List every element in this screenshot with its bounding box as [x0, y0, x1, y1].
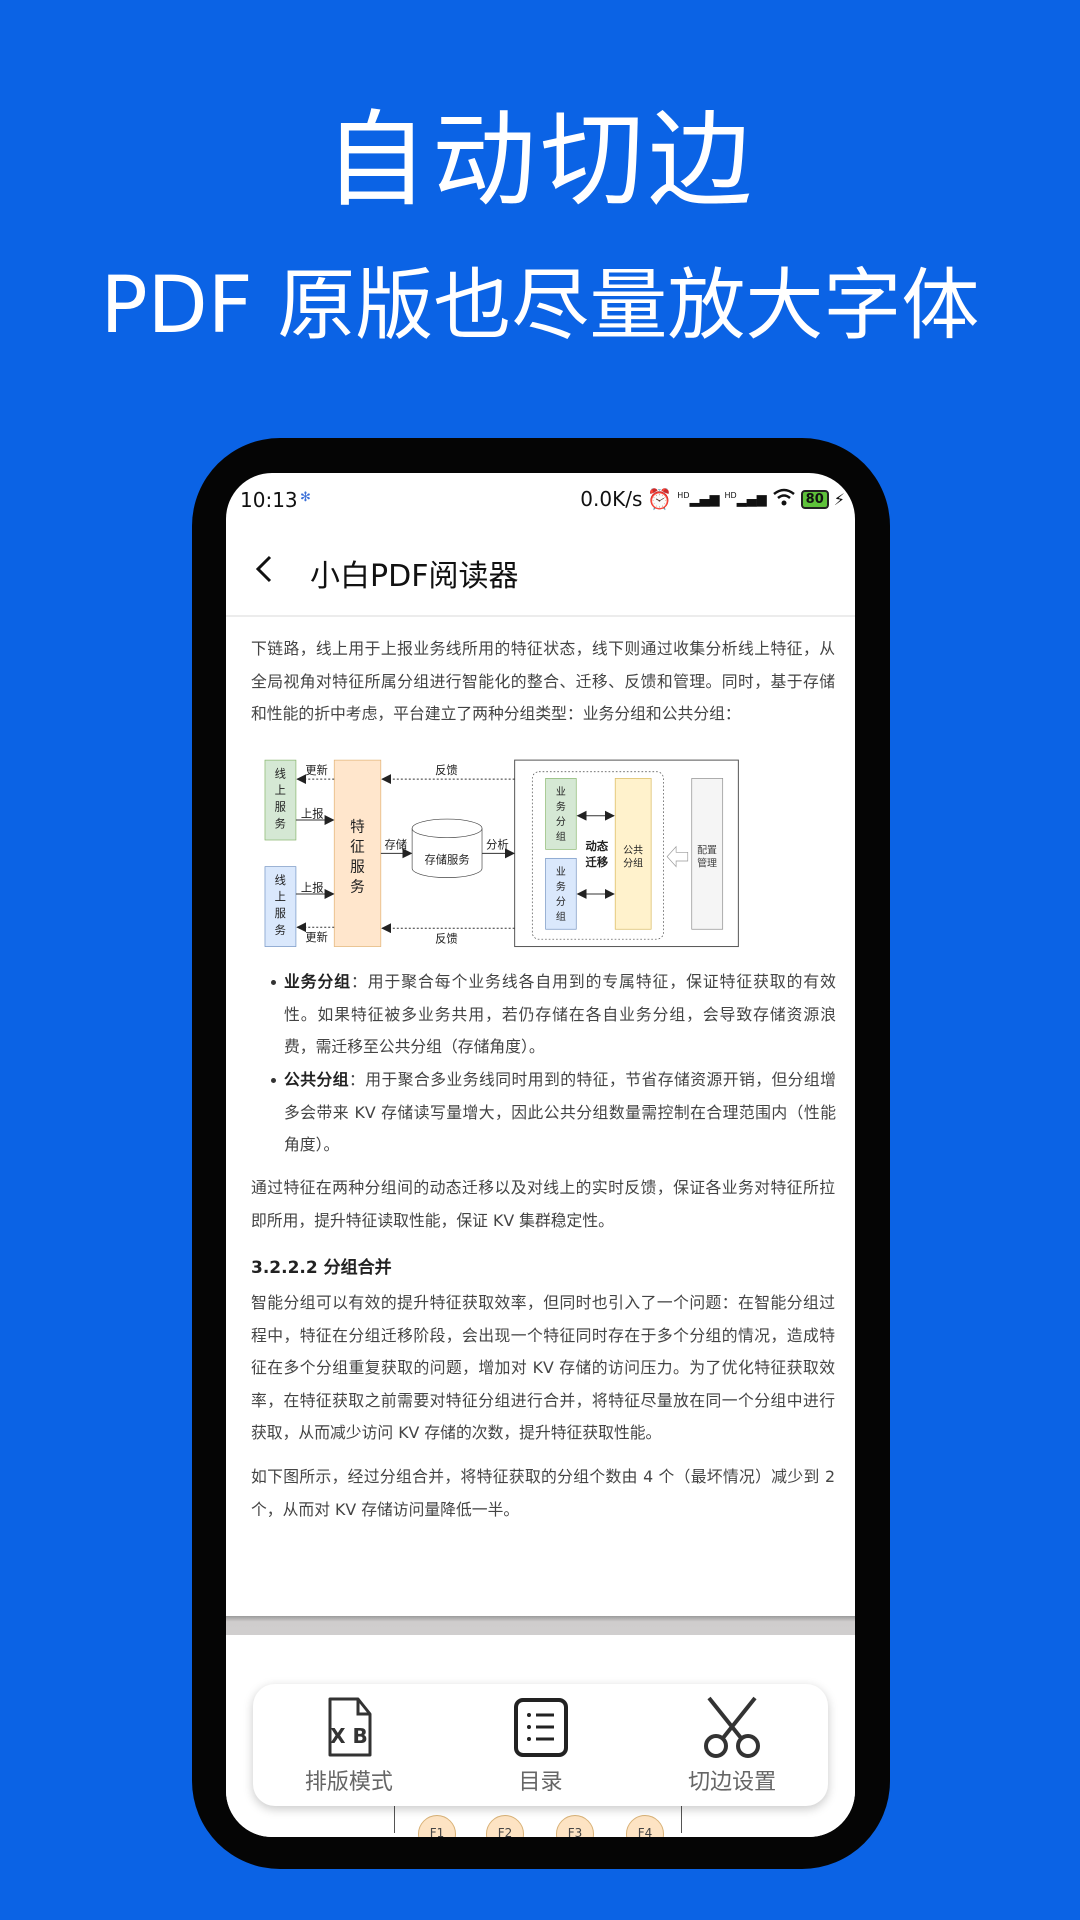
diagram-label: 分 [556, 896, 566, 908]
signal-label: HD [677, 490, 690, 500]
scissors-icon [704, 1696, 761, 1758]
diagram-label: 线 [275, 873, 286, 887]
charging-icon: ⚡ [833, 489, 845, 509]
pdf-page[interactable]: 下链路，线上用于上报业务线所用的特征状态，线下则通过收集分析线上特征，从全局视角… [226, 617, 855, 1617]
toolbar-label: 目录 [518, 1770, 563, 1795]
storage-cylinder [411, 818, 483, 878]
diagram-label: 更新 [305, 763, 328, 777]
xb-document-icon: X B [328, 1697, 372, 1757]
diagram-label: 存储服务 [424, 852, 469, 866]
promo-subheadline: PDF 原版也尽量放大字体 [100, 261, 980, 351]
diagram-label: 业 [556, 866, 566, 878]
bullet-term: 业务分组 [284, 972, 352, 991]
signal-label: HD [724, 490, 737, 500]
diagram-label: 业 [556, 786, 566, 798]
hollow-arrow-icon [666, 845, 689, 868]
diagram-label: 服 [275, 801, 286, 814]
architecture-diagram: 线 上 服 务 线 上 服 务 特 征 服 务 存储服务 更新 更新 上报 上报… [264, 759, 739, 948]
diagram-label: 务 [556, 800, 566, 813]
bottom-toolbar: X B 排版模式 目录 切边设置 [253, 1684, 828, 1806]
business-group-box [545, 857, 577, 930]
status-time: 10:13 [240, 488, 298, 512]
business-group-box [545, 778, 577, 850]
diagram-label: 组 [556, 830, 566, 843]
diagram-label: 迁移 [586, 855, 609, 869]
diagram-label: 配置 [697, 844, 717, 856]
bullet-term: 公共分组 [284, 1070, 349, 1089]
diagram-label: 务 [556, 880, 566, 893]
alarm-icon: ⏰ [647, 487, 673, 511]
diagram-label: 反馈 [435, 933, 458, 946]
diagram-label: 上报 [301, 806, 324, 820]
bullet-text: ：用于聚合多业务线同时用到的特征，节省存储资源开销，但分组增多会带来 KV 存储… [284, 1070, 836, 1154]
diagram-label: 动态 [586, 839, 609, 853]
network-speed: 0.0K/s [580, 487, 643, 511]
section-heading: 3.2.2.2 分组合并 [251, 1258, 392, 1278]
diagram-label: 反馈 [435, 764, 458, 777]
diagram-label: 公共 [623, 844, 643, 856]
feature-service-box [333, 759, 382, 947]
diagram-label: 征 [350, 839, 365, 856]
crop-settings-button[interactable]: 切边设置 [636, 1684, 828, 1806]
bullet-public-group: 公共分组：用于聚合多业务线同时用到的特征，节省存储资源开销，但分组增多会带来 K… [271, 1064, 836, 1162]
paragraph: 智能分组可以有效的提升特征获取效率，但同时也引入了一个问题：在智能分组过程中，特… [251, 1293, 835, 1442]
diagram-label: 上 [275, 891, 286, 904]
diagram-label: 上 [275, 784, 286, 797]
chevron-left-icon[interactable] [246, 549, 286, 589]
app-bar: 小白PDF阅读器 [226, 529, 855, 617]
diagram-label: 管理 [697, 857, 717, 870]
promo-headline: 自动切边 [323, 99, 756, 221]
table-of-contents-button[interactable]: 目录 [445, 1684, 637, 1806]
bullet-business-group: 业务分组：用于聚合每个业务线各自用到的专属特征，保证特征获取的有效性。如果特征被… [271, 966, 836, 1064]
signal-icon: HD▂▄▆ [724, 490, 767, 508]
diagram-label: 特 [350, 819, 365, 836]
online-service-box [264, 866, 297, 947]
toolbar-label: 排版模式 [304, 1770, 393, 1795]
paragraph: 通过特征在两种分组间的动态迁移以及对线上的实时反馈，保证各业务对特征所拉即所用，… [251, 1178, 835, 1230]
list-icon [513, 1698, 568, 1757]
config-management-box [691, 778, 724, 930]
diagram-label: 分 [556, 816, 566, 828]
toolbar-label: 切边设置 [688, 1770, 777, 1795]
group-container [531, 771, 664, 940]
bullet-text: ：用于聚合每个业务线各自用到的专属特征，保证特征获取的有效性。如果特征被多业务共… [284, 972, 836, 1056]
paragraph: 如下图所示，经过分组合并，将特征获取的分组个数由 4 个（最坏情况）减少到 2 … [251, 1467, 835, 1519]
diagram-label: 务 [350, 879, 365, 896]
battery-icon: 80 [800, 489, 829, 509]
diagram-label: 分析 [486, 837, 509, 851]
online-service-box [264, 759, 297, 841]
page-separator [226, 1616, 855, 1635]
diagram-label: 服 [350, 859, 365, 876]
diagram-label: 组 [556, 910, 566, 923]
diagram-label: 分组 [623, 857, 643, 870]
diagram-label: 务 [275, 816, 286, 830]
public-group-box [614, 778, 652, 930]
diagram-label: 务 [275, 923, 286, 937]
diagram-label: 更新 [305, 930, 328, 944]
app-title: 小白PDF阅读器 [310, 559, 519, 594]
settings-gear-icon: ✻ [300, 490, 311, 505]
diagram-label: 上报 [301, 880, 324, 894]
layout-mode-button[interactable]: X B 排版模式 [253, 1684, 445, 1806]
diagram-label: 线 [275, 766, 286, 780]
status-bar: 10:13 ✻ 0.0K/s ⏰ HD▂▄▆ HD▂▄▆ 80 ⚡ [226, 473, 855, 529]
diagram-label: 存储 [384, 837, 407, 851]
diagram-label: 服 [275, 907, 286, 920]
phone-screen: 10:13 ✻ 0.0K/s ⏰ HD▂▄▆ HD▂▄▆ 80 ⚡ 小白PDF阅… [226, 473, 855, 1837]
signal-icon: HD▂▄▆ [677, 490, 720, 508]
wifi-icon [772, 487, 796, 511]
paragraph-intro: 下链路，线上用于上报业务线所用的特征状态，线下则通过收集分析线上特征，从全局视角… [251, 639, 835, 723]
svg-text:X B: X B [330, 1724, 368, 1748]
